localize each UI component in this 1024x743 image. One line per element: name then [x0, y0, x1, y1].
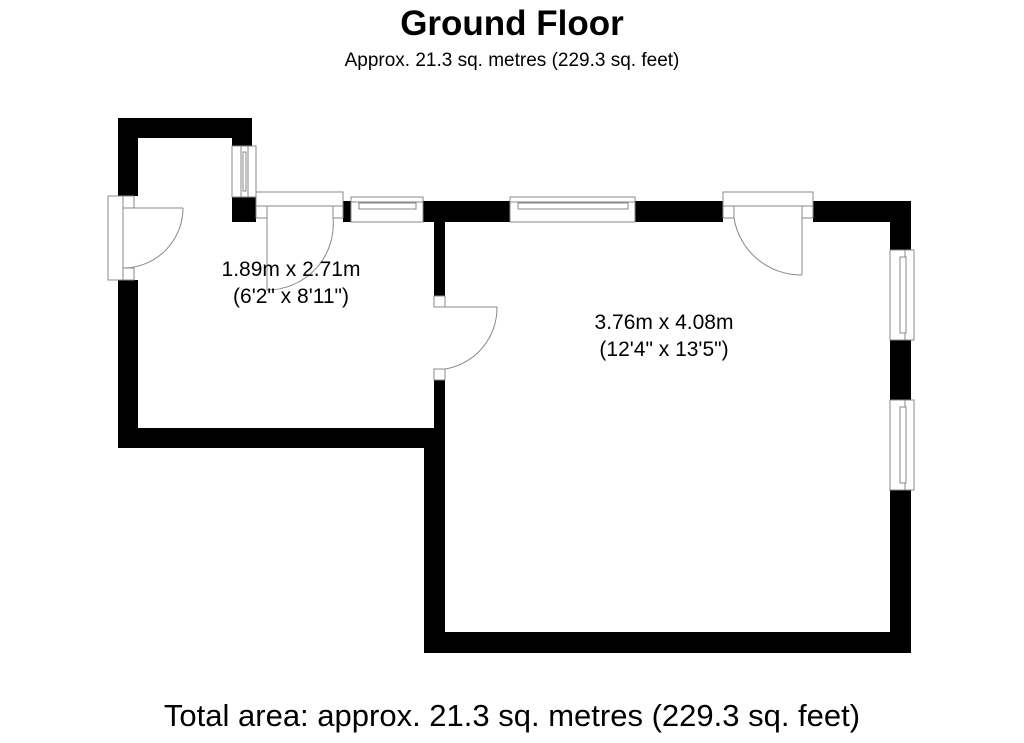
- floor-title: Ground Floor: [400, 4, 624, 43]
- main-room-dimensions-imperial: (12'4" x 13'5"): [599, 338, 728, 361]
- window-right-upper: [889, 249, 915, 341]
- door-left-entrance: [107, 195, 184, 281]
- floor-area-subtitle: Approx. 21.3 sq. metres (229.3 sq. feet): [344, 50, 680, 71]
- windows: [231, 145, 915, 491]
- small-room-dimensions-imperial: (6'2" x 8'11"): [233, 285, 349, 308]
- door-top-main: [722, 191, 814, 276]
- door-top-hall: [255, 191, 344, 291]
- window-top-main: [509, 196, 636, 223]
- window-right-lower: [889, 399, 915, 491]
- window-top-left: [350, 196, 424, 223]
- small-room-dimensions-metric: 1.89m x 2.71m: [222, 258, 361, 281]
- total-area: Total area: approx. 21.3 sq. metres (229…: [163, 698, 861, 733]
- walls: [118, 118, 911, 653]
- window-alcove: [231, 145, 257, 198]
- doors: [107, 191, 814, 381]
- door-internal: [433, 295, 498, 381]
- main-room-dimensions-metric: 3.76m x 4.08m: [595, 311, 734, 334]
